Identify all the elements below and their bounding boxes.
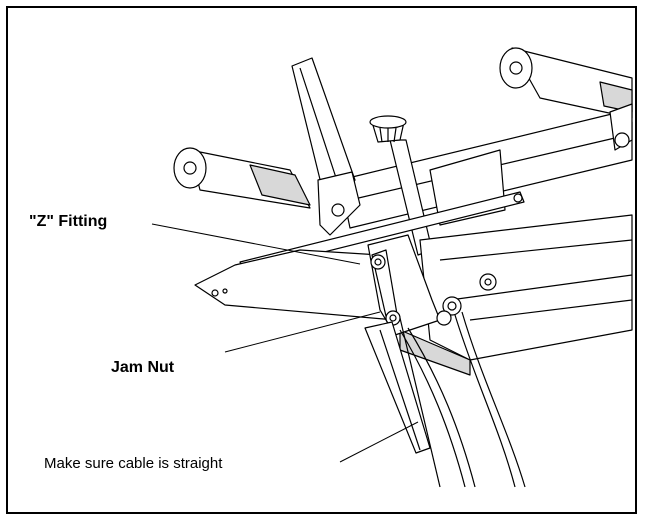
z-fitting-label: "Z" Fitting: [29, 213, 108, 230]
control-cables: [399, 311, 526, 488]
mechanical-drawing: [151, 47, 633, 488]
right-grip: [499, 47, 633, 119]
handle-tube: [364, 321, 431, 454]
cable-note-label: Make sure cable is straight: [44, 455, 223, 472]
lower-housing: [399, 214, 633, 376]
cable-bracket: [367, 234, 462, 336]
jam-nut-label: Jam Nut: [111, 359, 175, 376]
front-plate: [194, 249, 396, 321]
figure-frame: "Z" Fitting Jam Nut Make sure cable is s…: [6, 6, 637, 514]
left-grip: [173, 147, 311, 209]
leader-lines: [151, 223, 419, 463]
left-upright: [291, 57, 361, 236]
